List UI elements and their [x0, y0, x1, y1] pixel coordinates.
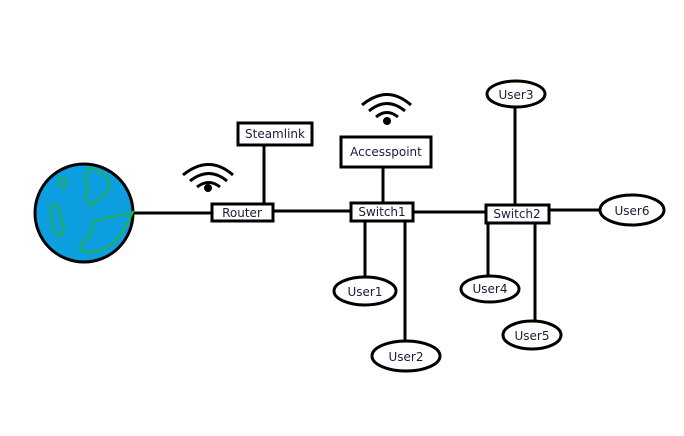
switch2-node[interactable]: Switch2 [484, 203, 551, 225]
user1-label: User1 [348, 285, 383, 299]
switch1-label: Switch1 [358, 205, 405, 219]
user3-label: User3 [499, 88, 534, 102]
wifi-icon [361, 93, 412, 125]
switch1-node[interactable]: Switch1 [349, 201, 415, 223]
user4-label: User4 [473, 282, 508, 296]
internet-globe-icon [33, 162, 135, 264]
accesspoint-node[interactable]: Accesspoint [339, 135, 433, 169]
user5-label: User5 [515, 329, 550, 343]
switch2-label: Switch2 [493, 207, 540, 221]
connections [134, 107, 600, 341]
user3-node[interactable]: User3 [485, 79, 547, 109]
user2-node[interactable]: User2 [370, 339, 442, 373]
steamlink-label: Steamlink [245, 127, 305, 141]
user5-node[interactable]: User5 [501, 319, 563, 351]
user2-label: User2 [389, 350, 424, 364]
wifi-icon [182, 163, 234, 192]
accesspoint-label: Accesspoint [350, 145, 422, 159]
steamlink-node[interactable]: Steamlink [236, 121, 314, 147]
user4-node[interactable]: User4 [459, 274, 521, 304]
user6-node[interactable]: User6 [598, 193, 666, 227]
user1-node[interactable]: User1 [332, 275, 398, 307]
router-node[interactable]: Router [210, 202, 275, 223]
router-label: Router [222, 206, 262, 220]
user6-label: User6 [615, 204, 650, 218]
